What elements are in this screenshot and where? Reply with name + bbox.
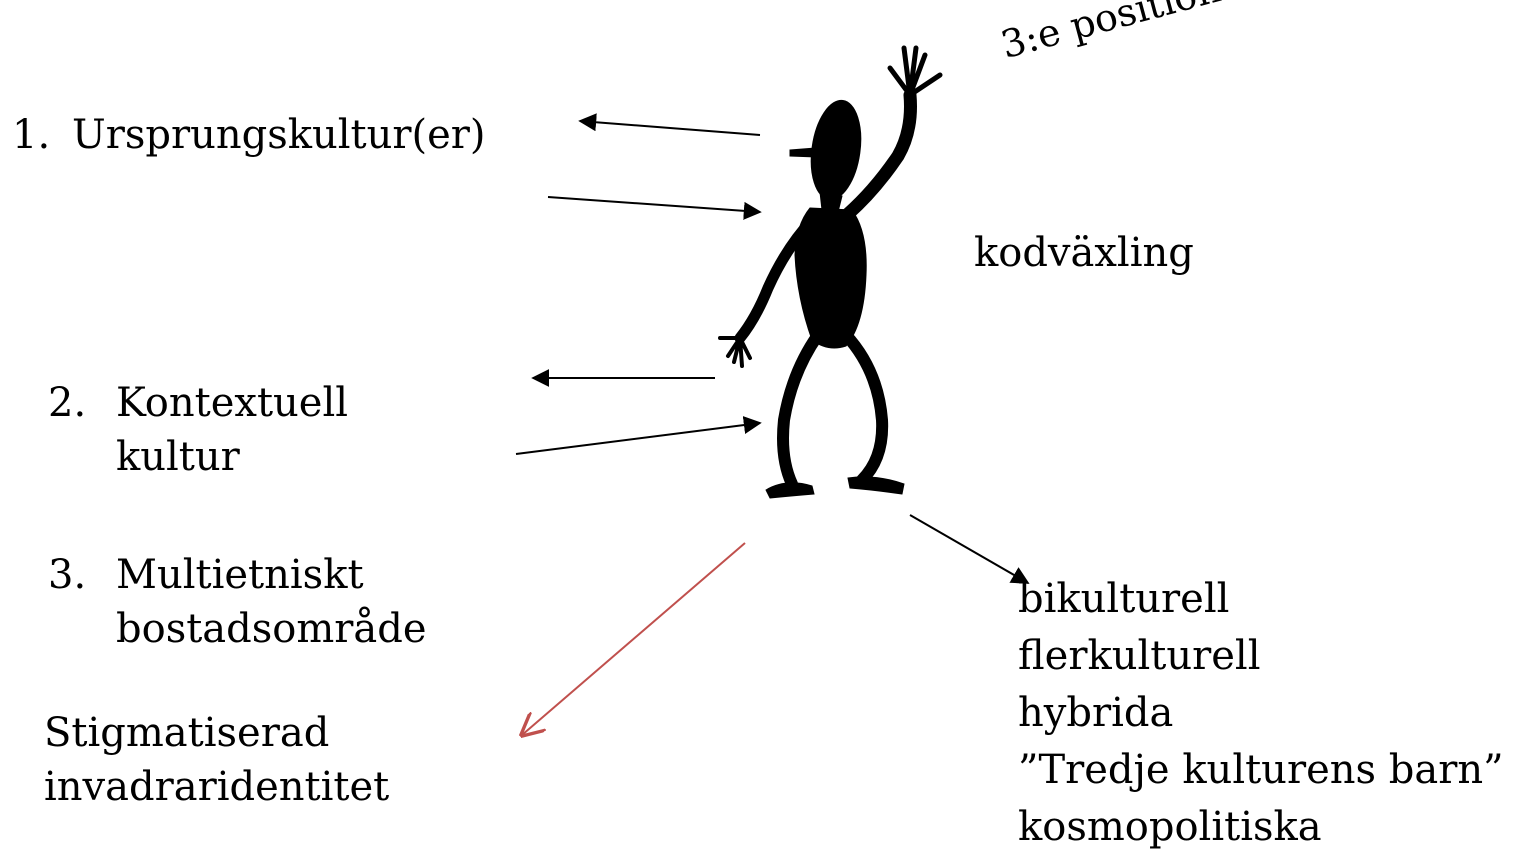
list-item-label-line2: kultur xyxy=(116,434,240,480)
outcome-item: kosmopolitiska xyxy=(1018,804,1322,850)
stigma-line2: invadraridentitet xyxy=(44,764,390,810)
stigma-line1: Stigmatiserad xyxy=(44,710,330,756)
arrow-out-origin xyxy=(578,113,761,136)
outcome-item: ”Tredje kulturens barn” xyxy=(1018,747,1504,793)
outcomes-list: bikulturell flerkulturell hybrida ”Tredj… xyxy=(1018,571,1504,856)
list-item-label-line2: bostadsområde xyxy=(116,606,427,652)
outcome-item: flerkulturell xyxy=(1018,633,1261,679)
list-item-multiethnic-area: 3. Multietniskt bostadsområde xyxy=(48,548,427,656)
list-number: 3. xyxy=(48,552,87,598)
stigma-label: Stigmatiserad invadraridentitet xyxy=(44,706,389,814)
arrow-outcomes xyxy=(909,514,1030,584)
list-item-label-line1: Multietniskt xyxy=(116,552,364,598)
list-item-label-line1: Kontextuell xyxy=(116,380,349,426)
person-figure-icon xyxy=(718,45,943,499)
list-item-origin-culture: 1. Ursprungskultur(er) xyxy=(12,108,486,162)
arrow-in-context xyxy=(515,416,762,455)
arrow-in-origin xyxy=(547,196,762,220)
outcome-item: hybrida xyxy=(1018,690,1174,736)
list-item-label: Ursprungskultur(er) xyxy=(72,112,486,158)
list-number: 2. xyxy=(48,380,87,426)
arrow-stigma xyxy=(522,542,746,735)
outcome-item: bikulturell xyxy=(1018,576,1230,622)
list-number: 1. xyxy=(12,112,51,158)
list-item-context-culture: 2. Kontextuell kultur xyxy=(48,376,348,484)
codeswitch-label: kodväxling xyxy=(974,230,1194,276)
